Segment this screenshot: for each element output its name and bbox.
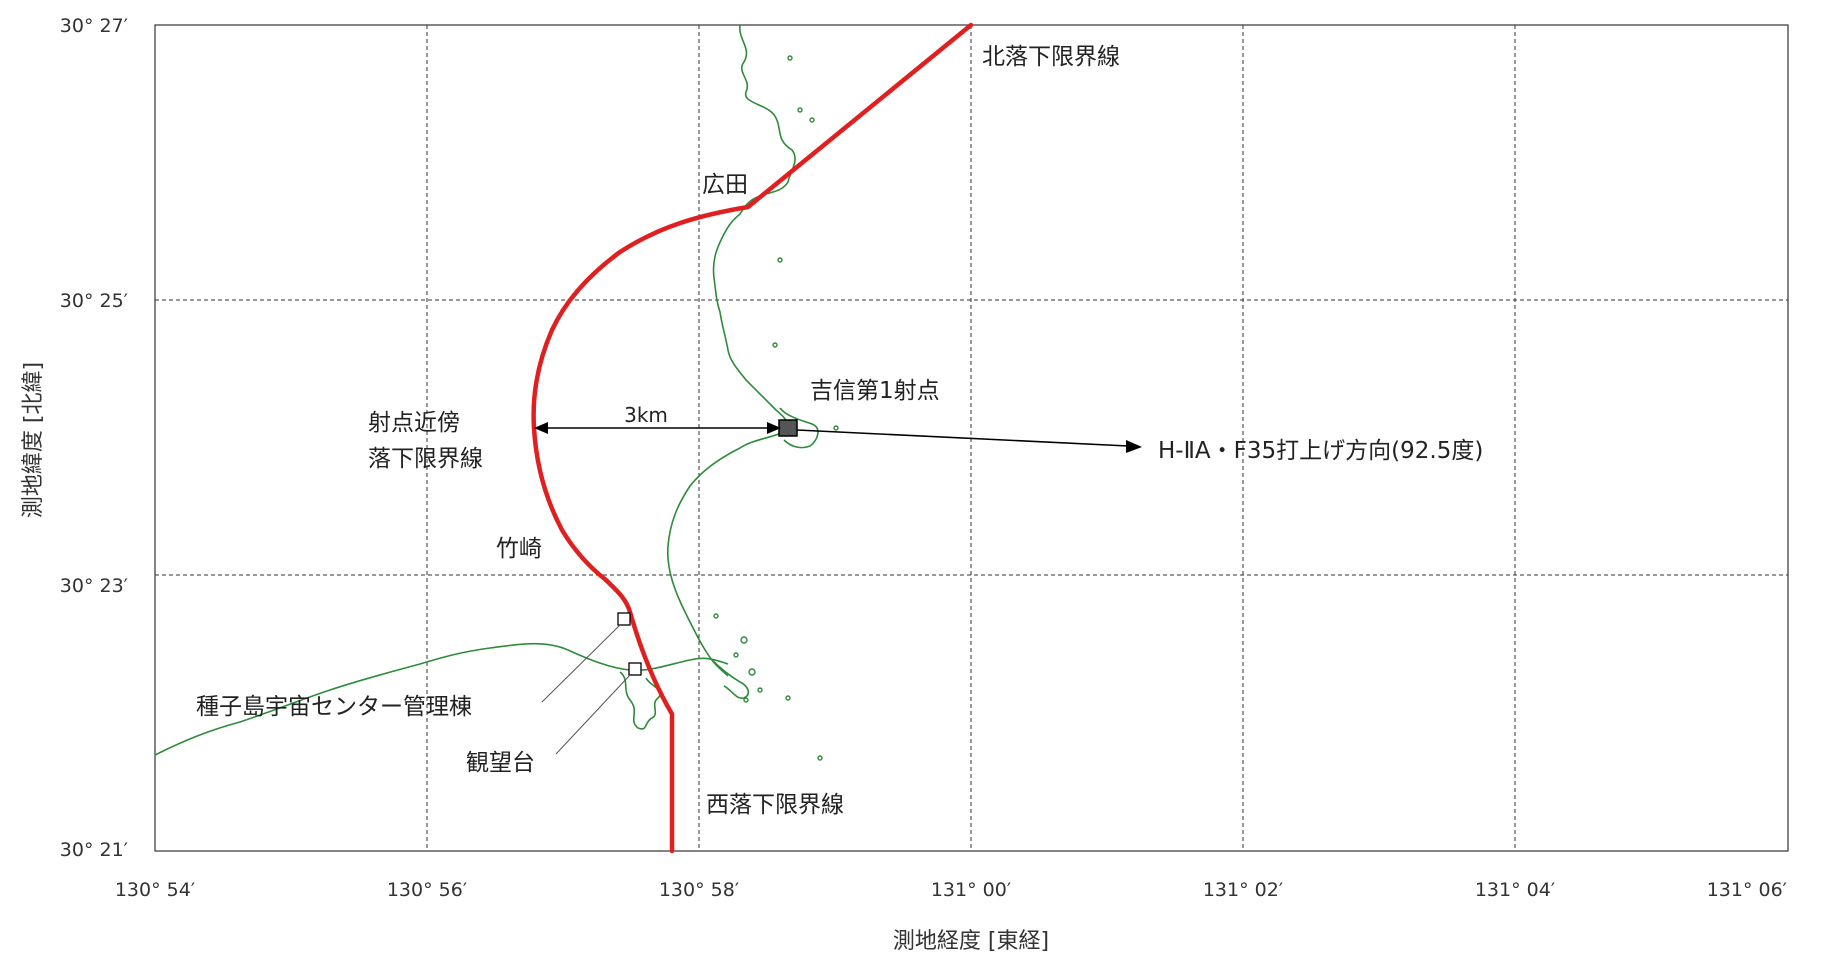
y-tick-label: 30° 27′ (60, 15, 128, 37)
center-building-leader (541, 624, 621, 703)
islet (743, 697, 749, 703)
islet (757, 687, 763, 693)
observatory-leader (555, 674, 631, 755)
distance-arrow-head-left (534, 422, 548, 434)
launch-point-marker (778, 419, 798, 437)
x-tick-label: 131° 00′ (931, 879, 1011, 901)
launch-direction-label: H-ⅡA・F35打上げ方向(92.5度) (1158, 438, 1483, 464)
launch-point-label: 吉信第1射点 (810, 378, 940, 404)
y-axis-title: 測地緯度 [北緯] (21, 362, 46, 518)
coastline-east (666, 24, 796, 677)
islet (733, 652, 739, 658)
coastline-nearshore (779, 407, 819, 449)
x-tick-label: 131° 04′ (1475, 879, 1555, 901)
center-building-label: 種子島宇宙センター管理棟 (196, 694, 472, 720)
islet (777, 257, 783, 263)
distance-arrow-head-right (767, 422, 781, 434)
islet (740, 636, 748, 644)
coastline-cape (619, 671, 661, 730)
near-limit-label-line1: 射点近傍 (368, 410, 460, 436)
y-tick-label: 30° 21′ (60, 839, 128, 861)
north-limit-label: 北落下限界線 (982, 44, 1120, 70)
hirota-label: 広田 (702, 172, 748, 198)
islet (748, 668, 756, 676)
launch-direction-arrow-head (1126, 440, 1142, 453)
observatory-marker (628, 662, 642, 676)
islet (833, 425, 839, 431)
observatory-label: 観望台 (466, 750, 535, 776)
launch-direction-arrow (796, 429, 1129, 447)
takesaki-label: 竹崎 (496, 536, 542, 562)
west-limit-label: 西落下限界線 (706, 792, 844, 818)
x-tick-label: 130° 54′ (115, 879, 195, 901)
islet (797, 107, 803, 113)
x-tick-label: 131° 06′ (1707, 879, 1787, 901)
fall-limit-line (531, 22, 974, 854)
islet (787, 55, 793, 61)
x-tick-label: 130° 56′ (387, 879, 467, 901)
islet (785, 695, 791, 701)
y-tick-label: 30° 23′ (60, 575, 128, 597)
near-limit-label-line2: 落下限界線 (368, 446, 483, 472)
center-building-marker (617, 612, 631, 626)
islet (772, 342, 778, 348)
islet (817, 755, 823, 761)
coastline-islets-south (711, 659, 750, 700)
distance-label: 3km (624, 403, 668, 427)
y-tick-label: 30° 25′ (60, 290, 128, 312)
x-tick-label: 130° 58′ (659, 879, 739, 901)
coastline-south (154, 642, 729, 756)
islet (713, 613, 719, 619)
islet (809, 117, 815, 123)
x-tick-label: 131° 02′ (1203, 879, 1283, 901)
x-axis-title: 測地経度 [東経] (893, 929, 1049, 954)
